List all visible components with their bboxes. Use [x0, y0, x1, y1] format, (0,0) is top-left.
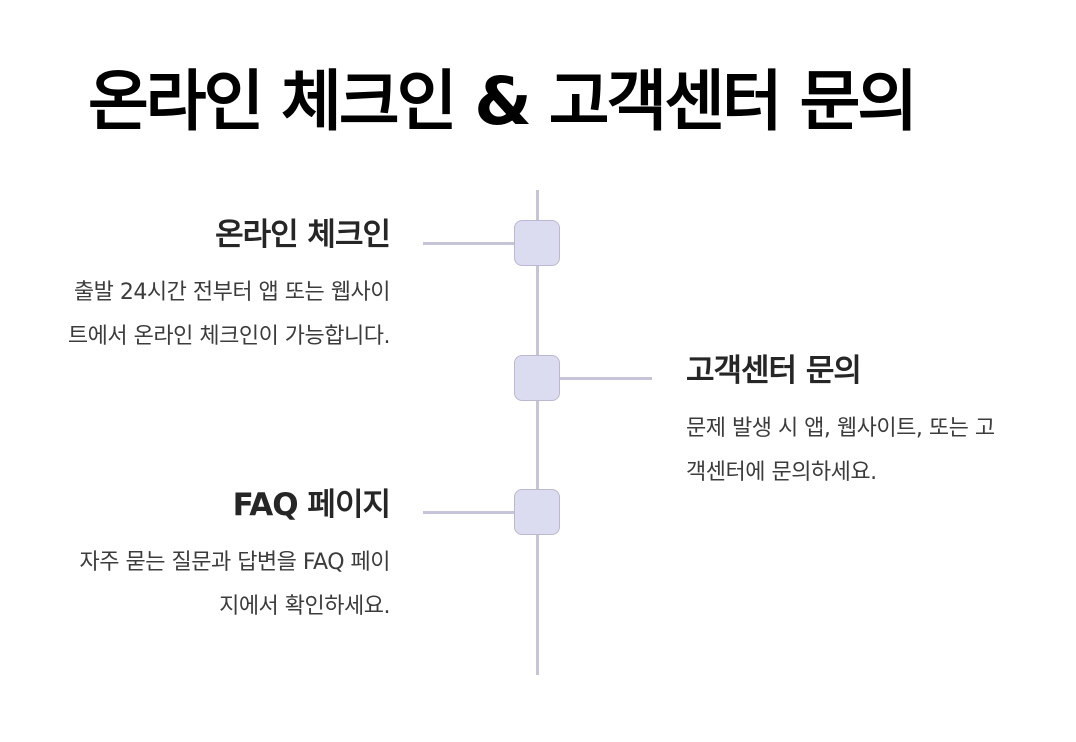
entry-description: 자주 묻는 질문과 답변을 FAQ 페이지에서 확인하세요. — [79, 550, 391, 620]
timeline-node-checkin — [514, 220, 560, 266]
timeline-connector-support — [559, 377, 652, 380]
timeline-connector-checkin — [423, 242, 516, 245]
timeline-entry-checkin: 온라인 체크인 출발 24시간 전부터 앱 또는 웹사이트에서 온라인 체크인이… — [60, 214, 391, 359]
timeline-entry-support: 고객센터 문의 문제 발생 시 앱, 웹사이트, 또는 고객센터에 문의하세요. — [686, 350, 1006, 495]
entry-title: 온라인 체크인 — [215, 217, 391, 253]
timeline-node-support — [514, 355, 560, 401]
entry-title: 고객센터 문의 — [686, 353, 862, 389]
timeline-node-faq — [514, 489, 560, 535]
entry-description: 출발 24시간 전부터 앱 또는 웹사이트에서 온라인 체크인이 가능합니다. — [67, 280, 391, 350]
entry-description: 문제 발생 시 앱, 웹사이트, 또는 고객센터에 문의하세요. — [686, 416, 995, 486]
timeline-axis — [536, 190, 539, 675]
timeline-connector-faq — [423, 511, 516, 514]
page-title: 온라인 체크인 & 고객센터 문의 — [88, 63, 918, 140]
entry-title: FAQ 페이지 — [232, 487, 391, 523]
timeline-entry-faq: FAQ 페이지 자주 묻는 질문과 답변을 FAQ 페이지에서 확인하세요. — [60, 484, 391, 629]
